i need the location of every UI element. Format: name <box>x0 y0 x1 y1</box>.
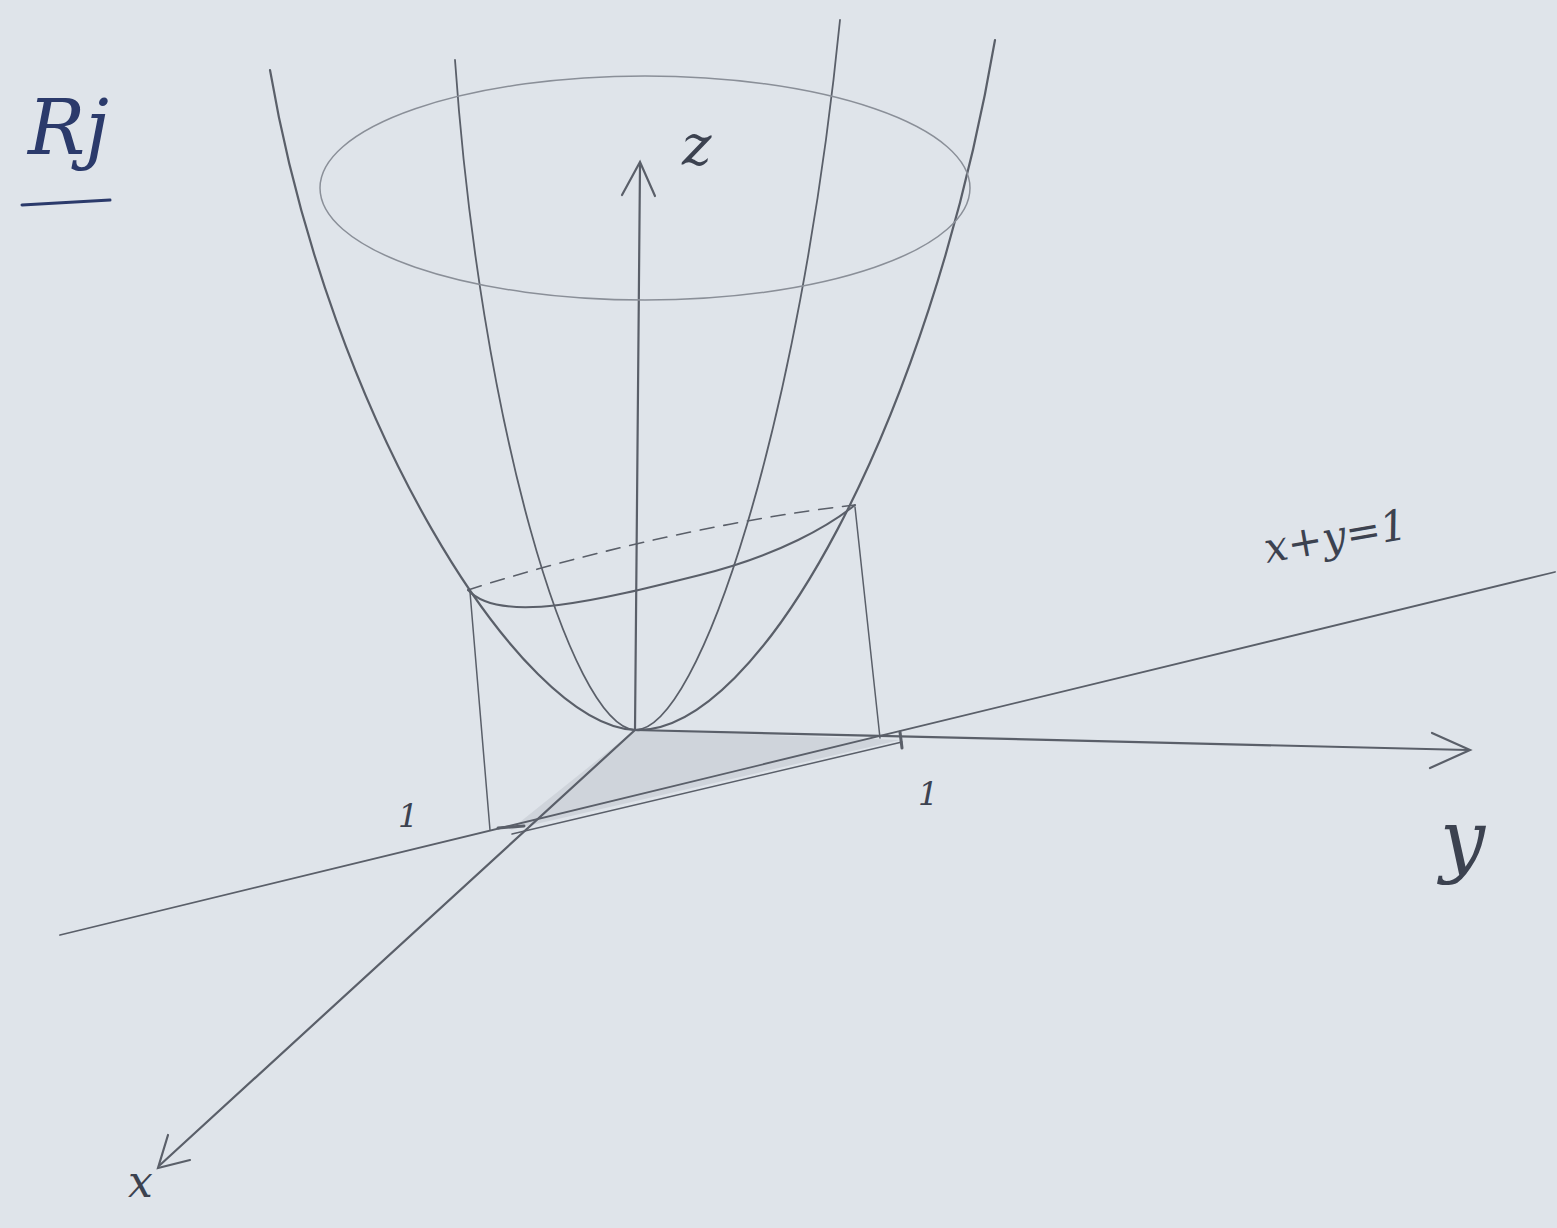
triangle-edge <box>512 742 902 834</box>
tick-label: 1 <box>398 800 418 832</box>
line-x-plus-y <box>60 572 1555 935</box>
x-arrowhead <box>158 1135 190 1168</box>
tick-label: 1 <box>918 778 938 810</box>
tick <box>498 826 524 828</box>
tick <box>900 732 902 748</box>
line-label: x+y=1 <box>1261 504 1411 570</box>
top-ellipse <box>320 76 970 300</box>
intersection-curve <box>468 505 855 607</box>
underline <box>22 200 110 205</box>
axis-label: x <box>128 1160 153 1204</box>
vertical-line <box>470 592 490 830</box>
vertical-line <box>855 507 880 738</box>
x-axis <box>160 730 635 1165</box>
y-axis <box>635 730 1468 750</box>
z-arrowhead <box>622 162 655 196</box>
z-axis <box>635 165 640 730</box>
solution-mark: Rj <box>28 90 109 166</box>
paraboloid-profile <box>270 40 995 730</box>
y-arrowhead <box>1430 733 1470 768</box>
axis-label: y <box>1440 800 1485 880</box>
axis-label: z <box>682 118 712 174</box>
paraboloid-meridian <box>455 20 840 730</box>
intersection-back <box>468 505 855 590</box>
